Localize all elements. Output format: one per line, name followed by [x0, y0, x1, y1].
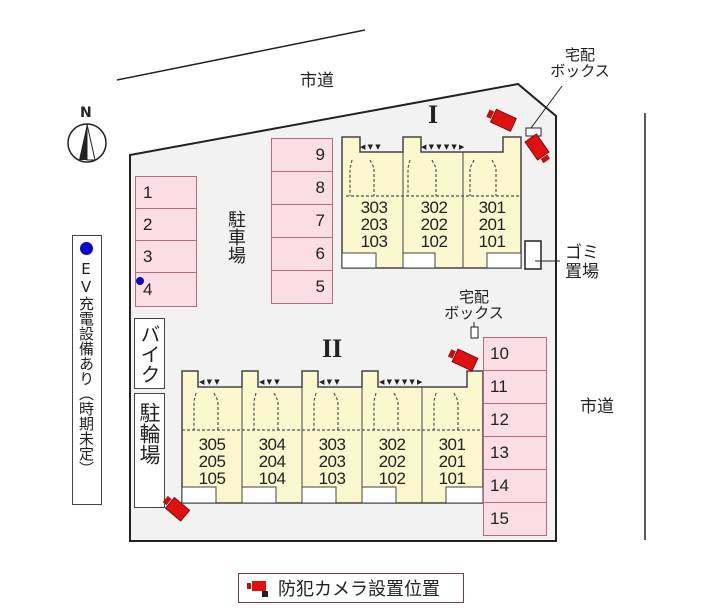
camera-icon — [486, 108, 517, 132]
camera-icon — [524, 133, 551, 164]
bicycle-parking-label: 駐輪場 — [137, 402, 161, 465]
svg-text:◀ ▼ ▼: ◀ ▼ ▼ — [319, 378, 340, 386]
garbage-area-label: ゴミ置場 — [565, 243, 599, 282]
ev-charger-marker-icon — [136, 277, 144, 285]
parking-spot-3: 3 — [135, 240, 197, 274]
parking-spot-13: 13 — [483, 436, 547, 470]
ev-marker-icon — [80, 242, 93, 255]
parking-spot-1: 1 — [135, 176, 197, 210]
camera-icon — [447, 348, 479, 372]
bike-parking-label: バイク — [137, 324, 161, 384]
road-label-north: 市道 — [300, 71, 334, 91]
parking-spot-10: 10 — [483, 337, 547, 371]
parking-spot-5: 5 — [271, 270, 333, 304]
parking-spot-4: 4 — [135, 272, 197, 307]
parking-label: 駐車場 — [225, 210, 246, 264]
parking-spot-11: 11 — [483, 370, 547, 404]
road-label-east: 市道 — [580, 397, 614, 417]
ev-legend-text: EV充電設備あり（時期未定） — [77, 260, 95, 476]
svg-text:◀ ▼ ▼ ▼ ▼ ▶: ◀ ▼ ▼ ▼ ▼ ▶ — [421, 143, 465, 151]
svg-text:◀ ▼ ▼: ◀ ▼ ▼ — [360, 143, 381, 151]
building-1-label: I — [428, 100, 439, 129]
parking-spot-15: 15 — [483, 502, 547, 536]
camera-legend: 防犯カメラ設置位置 — [238, 573, 464, 603]
north-arrow-icon — [67, 123, 107, 163]
svg-text:◀ ▼ ▼ ▼ ▼ ▶: ◀ ▼ ▼ ▼ ▼ ▶ — [379, 378, 423, 386]
svg-text:◀ ▼ ▼: ◀ ▼ ▼ — [199, 378, 220, 386]
building-2-label: II — [322, 334, 343, 363]
delivery-box-2-label: 宅配ボックス — [444, 288, 504, 322]
camera-icon — [162, 495, 191, 522]
bicycle-parking-area: 駐輪場 — [134, 393, 165, 508]
bike-parking-area: バイク — [134, 318, 165, 389]
delivery-box-1-label: 宅配ボックス — [550, 46, 610, 80]
camera-legend-text: 防犯カメラ設置位置 — [278, 579, 440, 600]
parking-spot-12: 12 — [483, 403, 547, 437]
camera-icon — [247, 581, 268, 597]
svg-text:◀ ▼ ▼: ◀ ▼ ▼ — [259, 378, 280, 386]
ev-legend: EV充電設備あり（時期未定） — [72, 235, 102, 505]
compass-north-label: N — [80, 105, 92, 121]
parking-spot-8: 8 — [271, 171, 333, 205]
